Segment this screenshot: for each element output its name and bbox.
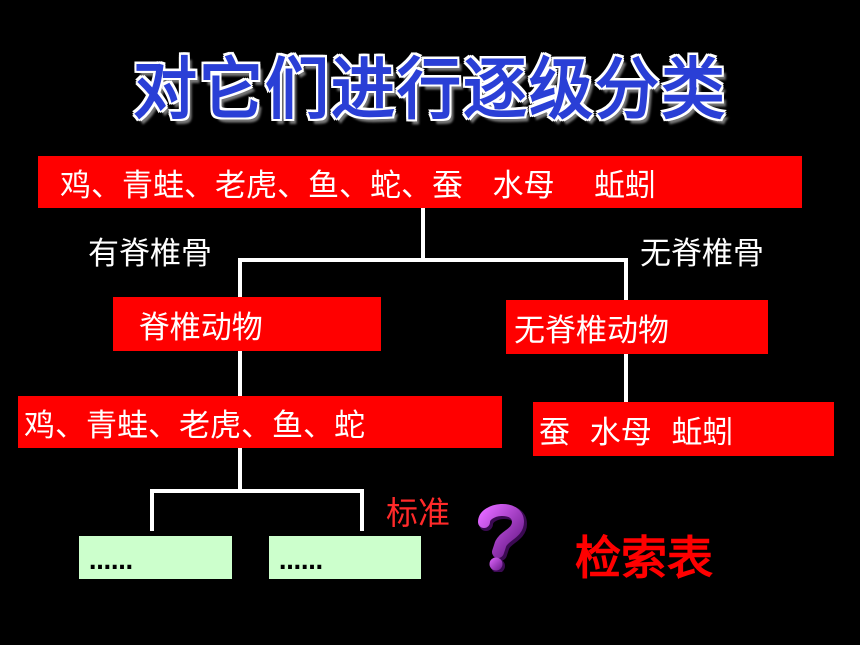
connector-level3-left: [150, 489, 154, 531]
subgroup-box-right: ……: [269, 536, 421, 579]
invertebrate-members-box: 蚕 水母 蚯蚓: [533, 402, 834, 456]
connector-members-down: [238, 448, 242, 490]
subgroup-box-left: ……: [79, 536, 232, 579]
connector-invertebrate-down: [624, 354, 628, 402]
vertebrate-box: 脊椎动物: [113, 297, 381, 351]
page-title: 对它们进行逐级分类: [133, 51, 727, 130]
connector-level3-right: [360, 489, 364, 531]
root-box: 鸡、青蛙、老虎、鱼、蛇、蚕 水母 蚯蚓: [38, 156, 802, 208]
key-table-label: 检索表: [575, 531, 713, 585]
branch-label-invertebrate: 无脊椎骨: [640, 236, 764, 272]
branch-label-vertebrate: 有脊椎骨: [88, 236, 212, 272]
invertebrate-box: 无脊椎动物: [506, 300, 768, 354]
question-mark-icon: [478, 503, 528, 572]
connector-root-down: [421, 208, 425, 262]
connector-level3-horizontal: [150, 489, 364, 493]
criterion-label: 标准: [386, 494, 451, 532]
connector-right-down: [624, 258, 628, 300]
connector-level1-horizontal: [238, 258, 628, 262]
connector-vertebrate-down: [238, 351, 242, 397]
vertebrate-members-box: 鸡、青蛙、老虎、鱼、蛇: [18, 396, 502, 448]
connector-left-down: [238, 258, 242, 298]
